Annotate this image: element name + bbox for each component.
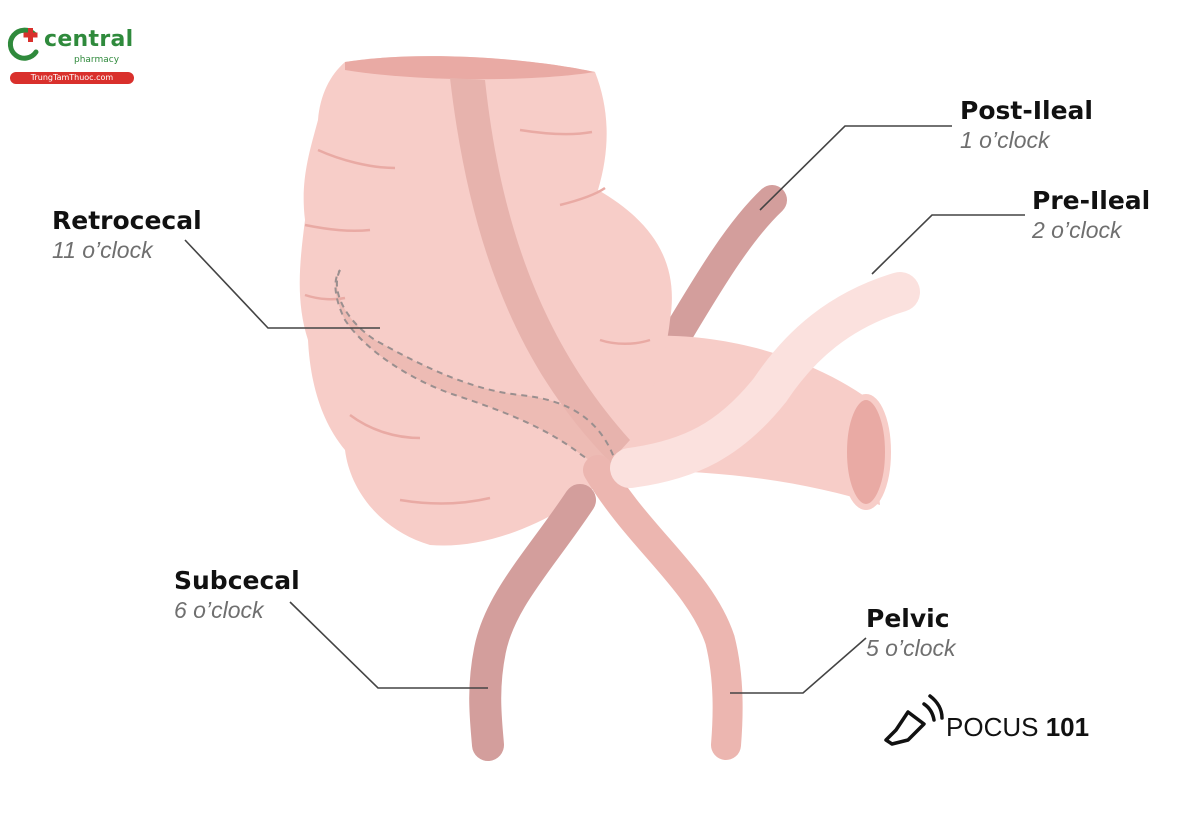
leader-subcecal <box>289 601 488 689</box>
haustral-folds <box>304 128 651 505</box>
label-retrocecal: Retrocecal 11 o’clock <box>52 206 202 264</box>
pocus-101-logo: POCUS 101 <box>878 690 1118 750</box>
label-clock: 5 o’clock <box>866 635 956 661</box>
brand-url-bar: TrungTamThuoc.com <box>10 72 134 84</box>
label-pre-ileal: Pre-Ileal 2 o’clock <box>1032 186 1150 244</box>
pelvic-appendix <box>583 455 743 760</box>
brand-name: central <box>44 27 134 52</box>
ileum-opening <box>841 394 891 510</box>
leader-pelvic <box>730 637 867 694</box>
brand-sub: pharmacy <box>74 55 120 65</box>
label-title: Pre-Ileal <box>1032 186 1151 215</box>
pre-ileal-appendix <box>610 272 920 488</box>
label-clock: 11 o’clock <box>52 237 153 263</box>
taenia-coli <box>450 78 630 462</box>
post-ileal-appendix <box>665 185 787 345</box>
cecum-top-rim <box>345 56 595 80</box>
label-title: Retrocecal <box>52 206 202 235</box>
label-title: Subcecal <box>174 566 300 595</box>
label-clock: 6 o’clock <box>174 597 264 623</box>
label-clock: 2 o’clock <box>1032 217 1122 243</box>
brand-url: TrungTamThuoc.com <box>30 73 114 82</box>
leader-lines <box>184 125 1025 694</box>
leader-pre-ileal <box>871 214 1025 275</box>
label-title: Post-Ileal <box>960 96 1093 125</box>
pharmacy-cross-icon <box>7 27 39 61</box>
leader-retrocecal <box>184 239 380 329</box>
pocus-number: 101 <box>1045 712 1090 742</box>
label-subcecal: Subcecal 6 o’clock <box>174 566 300 624</box>
leader-post-ileal <box>759 125 952 211</box>
subcecal-appendix <box>469 484 596 761</box>
label-pelvic: Pelvic 5 o’clock <box>866 604 955 662</box>
central-pharmacy-logo: central pharmacy TrungTamThuoc.com <box>6 22 136 86</box>
label-title: Pelvic <box>866 604 950 633</box>
pocus-text: POCUS 101 <box>946 712 1089 743</box>
pocus-word: POCUS <box>946 712 1039 742</box>
label-post-ileal: Post-Ileal 1 o’clock <box>960 96 1093 154</box>
label-clock: 1 o’clock <box>960 127 1050 153</box>
ultrasound-probe-icon <box>884 694 944 746</box>
